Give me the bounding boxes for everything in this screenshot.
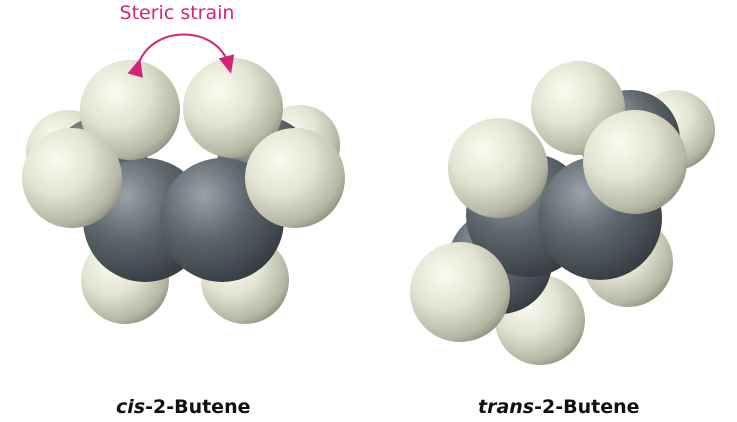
trans-prefix: trans	[478, 396, 535, 418]
hydrogen-atom	[183, 58, 283, 158]
trans-2-butene-caption: trans-2-Butene	[478, 396, 640, 418]
hydrogen-atom	[245, 128, 345, 228]
steric-strain-arrow	[127, 33, 235, 78]
hydrogen-atom	[410, 242, 510, 342]
cis-suffix: -2-Butene	[145, 396, 251, 418]
cis-2-butene-model	[22, 58, 345, 324]
hydrogen-atom	[448, 118, 548, 218]
steric-strain-label: Steric strain	[119, 2, 235, 24]
trans-suffix: -2-Butene	[534, 396, 640, 418]
cis-2-butene-caption: cis-2-Butene	[116, 396, 250, 418]
trans-2-butene-model	[410, 61, 715, 365]
cis-prefix: cis	[116, 396, 146, 418]
hydrogen-atom	[22, 128, 122, 228]
hydrogen-atom	[583, 110, 687, 214]
hydrogen-atom	[80, 60, 180, 160]
